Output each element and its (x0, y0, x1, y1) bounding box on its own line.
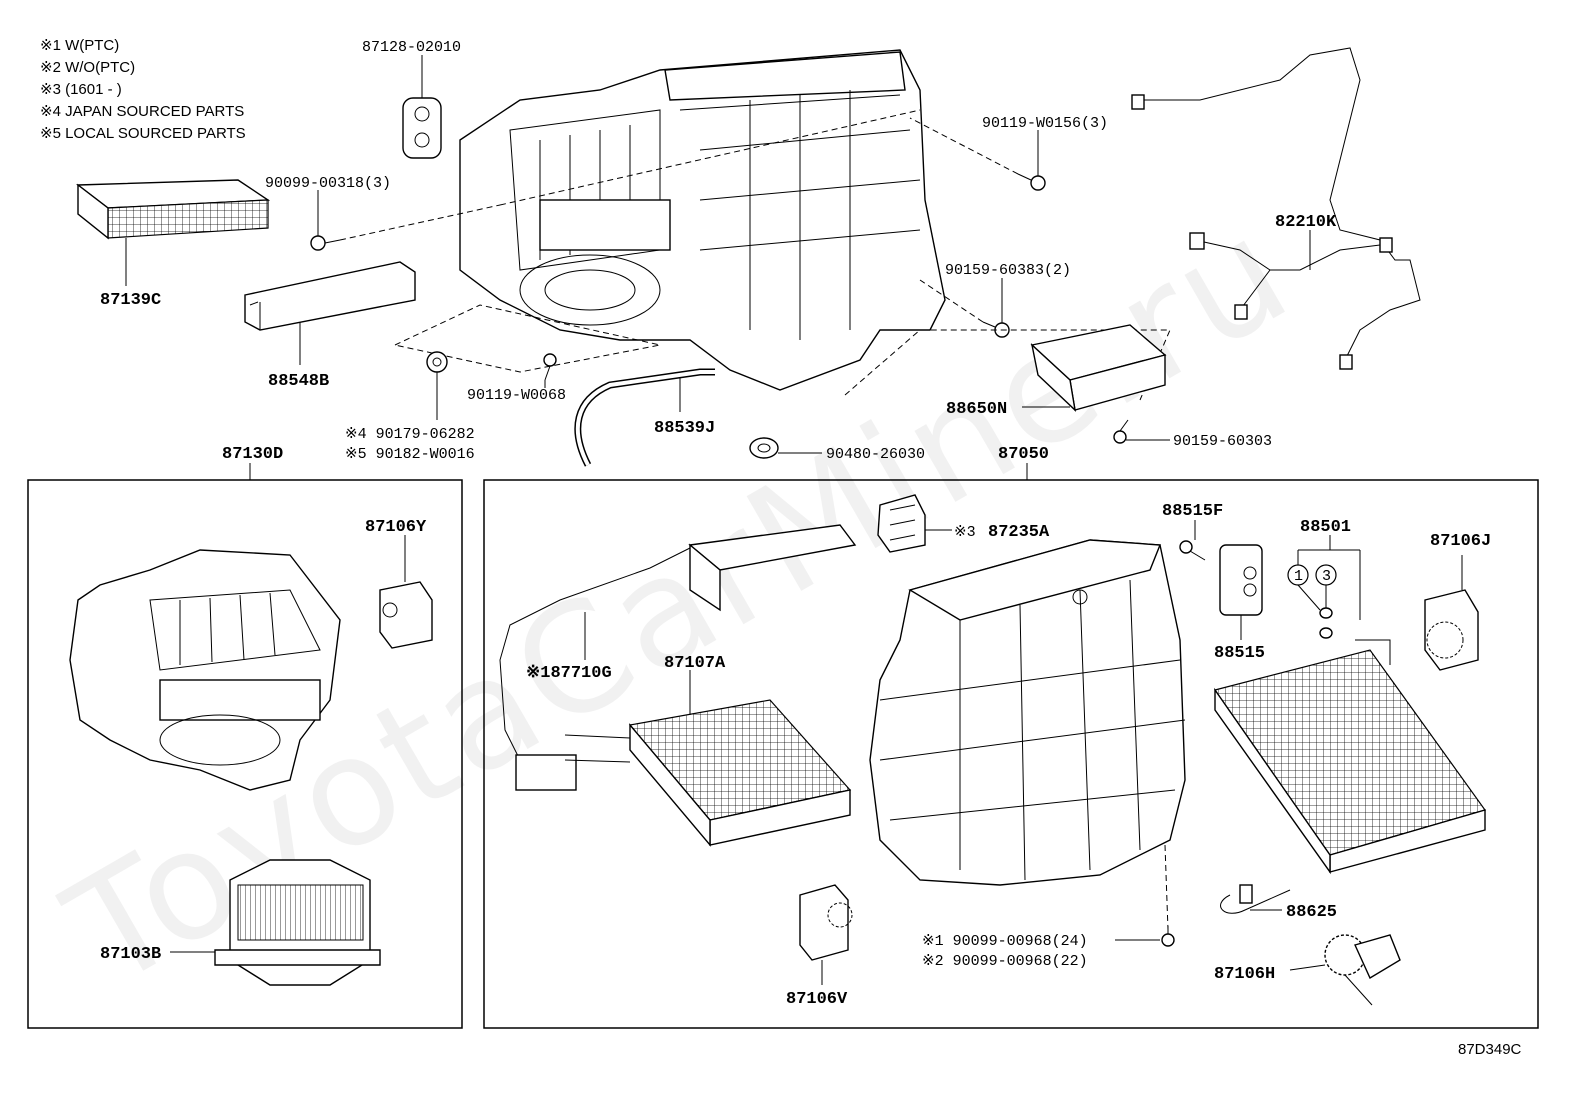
note-2: ※2 W/O(PTC) (40, 59, 135, 76)
part-88548b-cover[interactable] (244, 261, 416, 331)
label-87139c: 87139C (100, 291, 161, 310)
label-87106h: 87106H (1214, 965, 1275, 984)
label-87103b: 87103B (100, 945, 161, 964)
label-88515f: 88515F (1162, 502, 1223, 521)
part-88501-o-rings[interactable] (1319, 607, 1333, 639)
notes-legend: ※1 W(PTC) ※2 W/O(PTC) ※3 (1601 - ) ※4 JA… (40, 37, 246, 142)
part-90119-w0068-screw[interactable] (543, 353, 557, 381)
part-90480-26030[interactable] (749, 437, 779, 459)
label-87050: 87050 (998, 445, 1049, 464)
part-90099-00968-screw[interactable] (1161, 926, 1175, 947)
part-87130d-blower-unit[interactable] (69, 549, 341, 791)
label-90099-00968-22: ※2 90099-00968(22) (922, 953, 1088, 970)
label-90480-26030: 90480-26030 (826, 446, 925, 463)
label-87235a: 87235A (988, 523, 1050, 542)
part-90159-60303-screw[interactable] (1113, 419, 1129, 444)
part-87106h-servo[interactable] (1324, 934, 1401, 1006)
label-87107a: 87107A (664, 654, 726, 673)
svg-text:3: 3 (1322, 568, 1331, 585)
label-88548b: 88548B (268, 372, 329, 391)
label-90159-60303: 90159-60303 (1173, 433, 1272, 450)
label-90099-00318: 90099-00318(3) (265, 175, 391, 192)
label-90099-00968-24: ※1 90099-00968(24) (922, 933, 1088, 950)
part-87050-heater-case[interactable] (869, 539, 1186, 886)
part-87107a-heater-core[interactable] (564, 699, 852, 847)
label-87106v: 87106V (786, 990, 848, 1009)
label-90119-w0068: 90119-W0068 (467, 387, 566, 404)
label-88625: 88625 (1286, 903, 1337, 922)
part-87710g-ptc-heater[interactable] (499, 524, 857, 791)
label-88650n: 88650N (946, 400, 1007, 419)
label-82210k: 82210K (1275, 213, 1337, 232)
label-87128-02010: 87128-02010 (362, 39, 461, 56)
label-87235a-mark: ※3 (954, 524, 976, 541)
part-87106j-servo[interactable] (1424, 589, 1479, 671)
part-88650n-amplifier[interactable] (1030, 324, 1167, 412)
note-5: ※5 LOCAL SOURCED PARTS (40, 125, 246, 142)
label-90119-w0156: 90119-W0156(3) (982, 115, 1108, 132)
box-87130d (27, 479, 463, 1029)
label-90159-60383: 90159-60383(2) (945, 262, 1071, 279)
label-90179-06282: ※4 90179-06282 (345, 426, 475, 443)
label-88501: 88501 (1300, 518, 1351, 537)
part-87106y-servo[interactable] (379, 581, 433, 649)
part-90119-w0156-screw[interactable] (1017, 173, 1046, 191)
circle-marker-1: 1 (1287, 564, 1309, 586)
part-87235a-bracket[interactable] (877, 494, 926, 553)
note-3: ※3 (1601 - ) (40, 81, 122, 98)
part-88515-expansion-valve[interactable] (1219, 544, 1263, 616)
part-88515f-bolt[interactable] (1179, 540, 1206, 561)
note-4: ※4 JAPAN SOURCED PARTS (40, 103, 244, 120)
part-90179-grommet[interactable] (426, 351, 448, 373)
part-90099-00318-screw[interactable] (310, 235, 341, 251)
label-87106y: 87106Y (365, 518, 427, 537)
part-88625-thermistor[interactable] (1220, 884, 1291, 914)
part-82210k-harness[interactable] (1131, 47, 1421, 370)
part-87103b-blower-motor[interactable] (214, 859, 381, 986)
main-hvac-unit-drawing (459, 49, 946, 391)
label-87106j: 87106J (1430, 532, 1491, 551)
part-87139c-filter[interactable] (76, 179, 271, 240)
label-88539j: 88539J (654, 419, 715, 438)
note-1: ※1 W(PTC) (40, 37, 119, 54)
label-88515: 88515 (1214, 644, 1265, 663)
label-87130d: 87130D (222, 445, 283, 464)
part-evaporator[interactable] (1214, 639, 1486, 875)
circle-marker-3: 3 (1315, 564, 1337, 586)
part-87106v-servo[interactable] (799, 884, 853, 961)
diagram-code: 87D349C (1458, 1041, 1522, 1058)
svg-text:1: 1 (1294, 568, 1303, 585)
label-87710g: ※187710G (526, 664, 612, 683)
label-90182-w0016: ※5 90182-W0016 (345, 446, 475, 463)
part-87128-02010[interactable] (402, 97, 442, 159)
box-87050 (483, 479, 1539, 1029)
